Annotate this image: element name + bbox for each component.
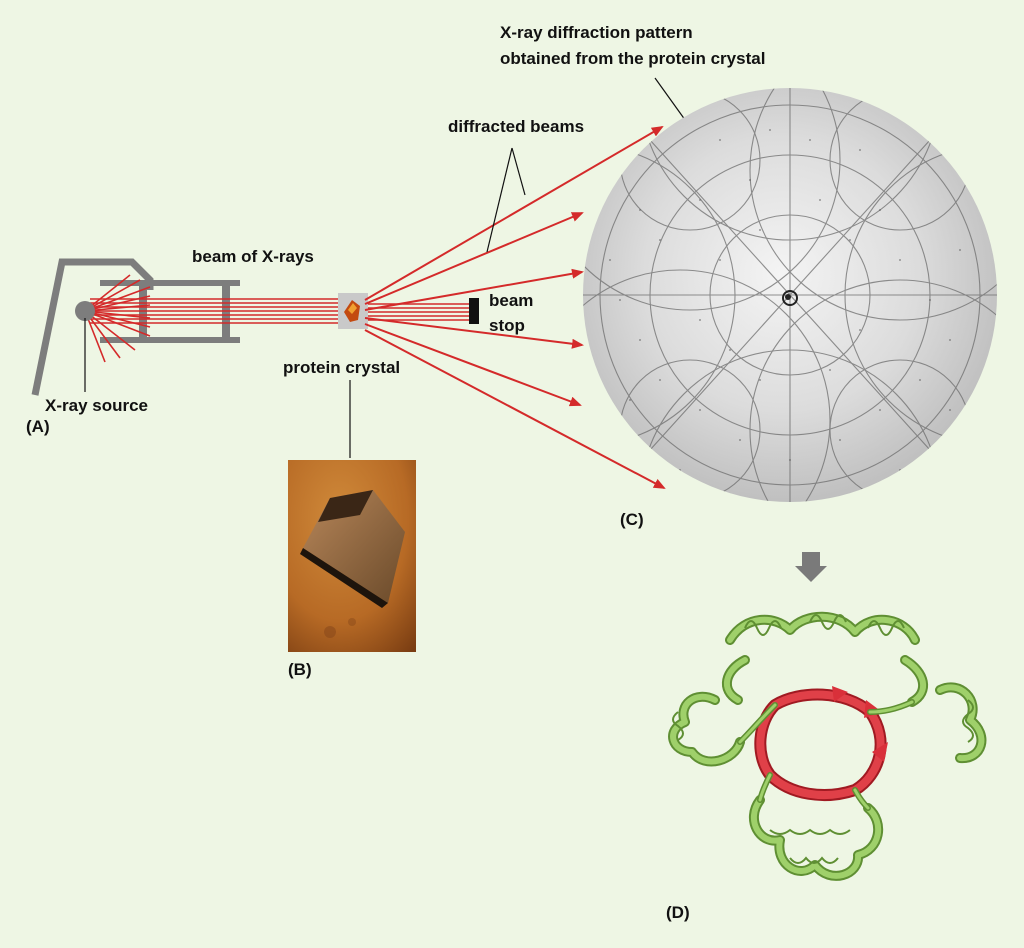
beam-of-xrays-label: beam of X-rays: [192, 247, 314, 266]
panel-label-b: (B): [288, 660, 312, 679]
connecting-loops-highlight: [738, 700, 914, 810]
panel-label-d: (D): [666, 903, 690, 922]
diffracted-pointer-1: [486, 147, 513, 253]
xray-source-label: X-ray source: [45, 396, 148, 415]
beam-stop-label-line1: beam: [489, 291, 533, 310]
photo-speck-1: [324, 626, 336, 638]
protein-structure: [668, 611, 987, 881]
xray-source-icon: [75, 301, 95, 321]
helix-coils: [672, 614, 974, 864]
xray-beam: [90, 298, 345, 324]
pattern-title-line1: X-ray diffraction pattern: [500, 23, 693, 42]
helix-ribbons: [670, 613, 985, 879]
diffracted-beams-label: diffracted beams: [448, 117, 584, 136]
diffracted-beams: [364, 125, 666, 489]
panel-label-a: (A): [26, 417, 50, 436]
down-arrow-icon: [795, 552, 827, 582]
crystal-top-face: [318, 490, 373, 522]
protein-crystal-highlight: [348, 303, 357, 314]
collimator-bottom: [100, 337, 240, 343]
photo-speck-2: [348, 618, 356, 626]
beam-stop-label-line2: stop: [489, 316, 525, 335]
crystal-dark-face: [300, 548, 388, 608]
beam-stop-icon: [469, 298, 479, 324]
panel-label-c: (C): [620, 510, 644, 529]
helix-outline: [668, 611, 987, 881]
protein-crystal-label: protein crystal: [283, 358, 400, 377]
pattern-pointer: [654, 77, 689, 125]
pattern-title-line2: obtained from the protein crystal: [500, 49, 765, 68]
collimator-top: [100, 280, 240, 286]
crystal-photo: [288, 460, 416, 652]
beam-stop-shadow: [782, 290, 798, 306]
beam-stop-center: [785, 294, 791, 300]
diffraction-spots: [609, 129, 961, 471]
diffracted-pointer-2: [511, 147, 526, 196]
xray-apparatus: [31, 258, 479, 458]
